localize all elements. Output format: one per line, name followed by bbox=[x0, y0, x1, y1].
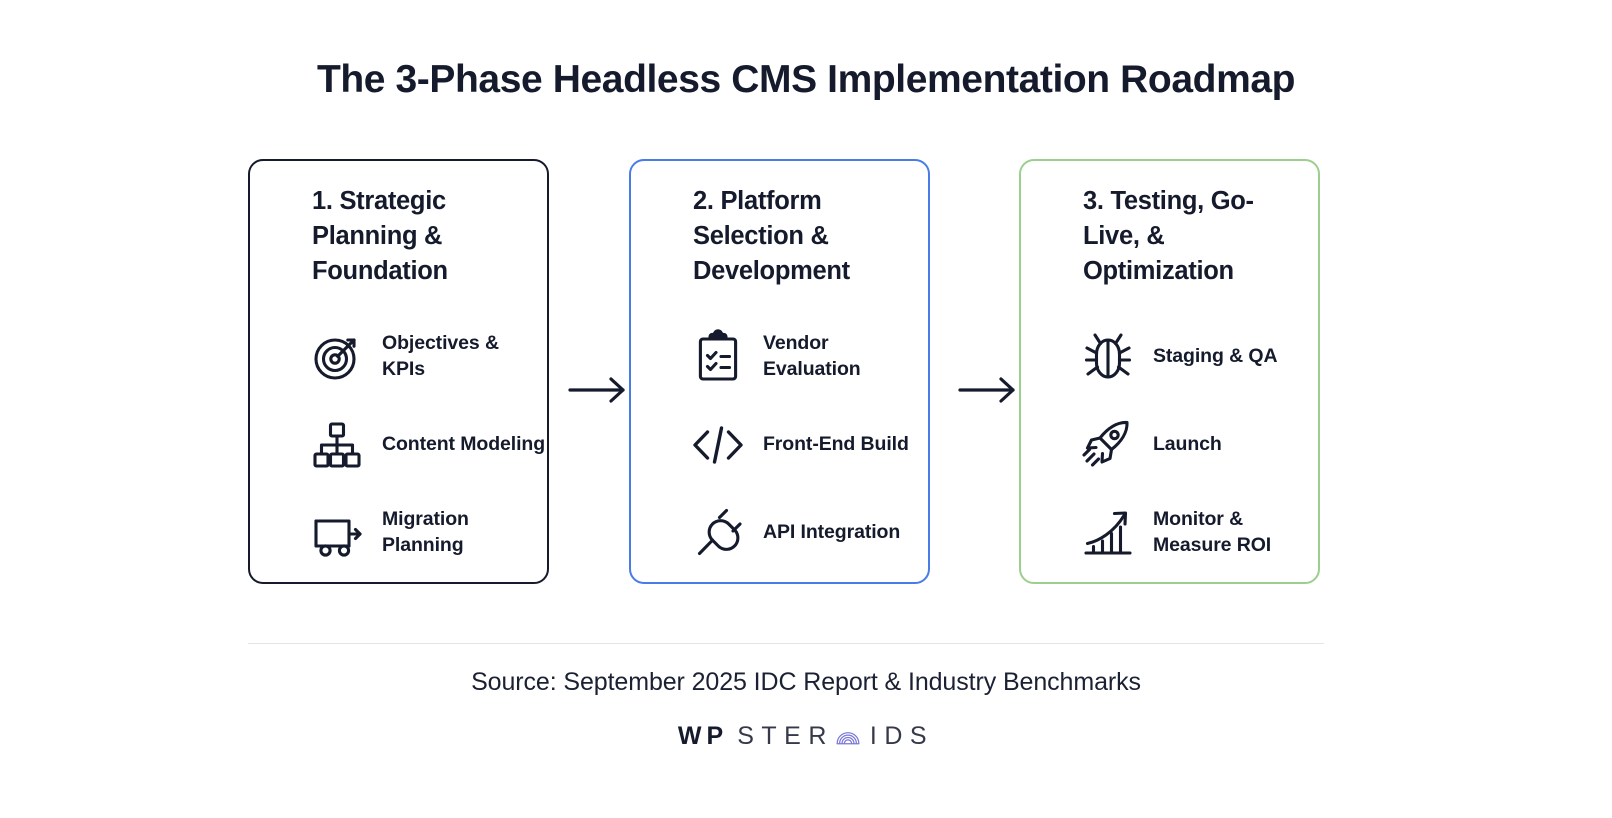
rocket-icon bbox=[1077, 414, 1139, 476]
list-item[interactable]: Staging & QA bbox=[1077, 313, 1317, 401]
arrow-right-icon bbox=[567, 371, 629, 409]
list-item-label: Launch bbox=[1153, 433, 1222, 456]
phase-card-3-title: 3. Testing, Go-Live, & Optimization bbox=[1083, 187, 1254, 286]
phase-card-row: 1. Strategic Planning & Foundation Objec… bbox=[248, 159, 1324, 586]
phase-card-2-items: Vendor Evaluation Front-End Build bbox=[687, 313, 927, 577]
brand-logo[interactable]: WP STER IDS bbox=[0, 719, 1612, 753]
bug-icon bbox=[1077, 326, 1139, 388]
phase-card-1-title: 1. Strategic Planning & Foundation bbox=[312, 187, 448, 286]
hierarchy-icon bbox=[306, 414, 368, 476]
footer-divider bbox=[248, 643, 1324, 644]
list-item-label: Staging & QA bbox=[1153, 345, 1278, 368]
plug-icon bbox=[687, 502, 749, 564]
target-icon bbox=[306, 326, 368, 388]
arrow-right-icon bbox=[957, 371, 1019, 409]
phase-card-2[interactable]: 2. Platform Selection & Development bbox=[629, 159, 930, 584]
truck-icon bbox=[306, 502, 368, 564]
page-title: The 3-Phase Headless CMS Implementation … bbox=[316, 58, 1296, 101]
phase-card-3-items: Staging & QA Launc bbox=[1077, 313, 1317, 577]
list-item[interactable]: Launch bbox=[1077, 401, 1317, 489]
list-item[interactable]: Front-End Build bbox=[687, 401, 927, 489]
list-item-label: Content Modeling bbox=[382, 433, 546, 456]
logo-ids-text: IDS bbox=[869, 721, 935, 750]
concentric-arc-mark-icon bbox=[835, 723, 861, 749]
logo-wp-text: WP bbox=[677, 721, 729, 750]
list-item-label: Migration Planning bbox=[382, 508, 469, 556]
list-item[interactable]: Vendor Evaluation bbox=[687, 313, 927, 401]
phase-card-1-items: Objectives & KPIs bbox=[306, 313, 546, 577]
list-item[interactable]: API Integration bbox=[687, 489, 927, 577]
list-item-label: Front-End Build bbox=[763, 433, 909, 456]
phase-card-2-title: 2. Platform Selection & Development bbox=[693, 187, 850, 286]
list-item-label: API Integration bbox=[763, 521, 901, 544]
list-item-label: Vendor Evaluation bbox=[763, 332, 861, 380]
growth-chart-icon bbox=[1077, 502, 1139, 564]
source-note: Source: September 2025 IDC Report & Indu… bbox=[471, 668, 1141, 696]
clipboard-check-icon bbox=[687, 326, 749, 388]
code-brackets-icon bbox=[687, 414, 749, 476]
logo-ster-text: STER bbox=[737, 721, 834, 750]
phase-card-3[interactable]: 3. Testing, Go-Live, & Optimization bbox=[1019, 159, 1320, 584]
list-item[interactable]: Objectives & KPIs bbox=[306, 313, 546, 401]
list-item-label: Monitor & Measure ROI bbox=[1153, 508, 1272, 556]
list-item[interactable]: Monitor & Measure ROI bbox=[1077, 489, 1317, 577]
list-item[interactable]: Migration Planning bbox=[306, 489, 546, 577]
list-item[interactable]: Content Modeling bbox=[306, 401, 546, 489]
phase-card-1[interactable]: 1. Strategic Planning & Foundation Objec… bbox=[248, 159, 549, 584]
list-item-label: Objectives & KPIs bbox=[382, 332, 499, 380]
